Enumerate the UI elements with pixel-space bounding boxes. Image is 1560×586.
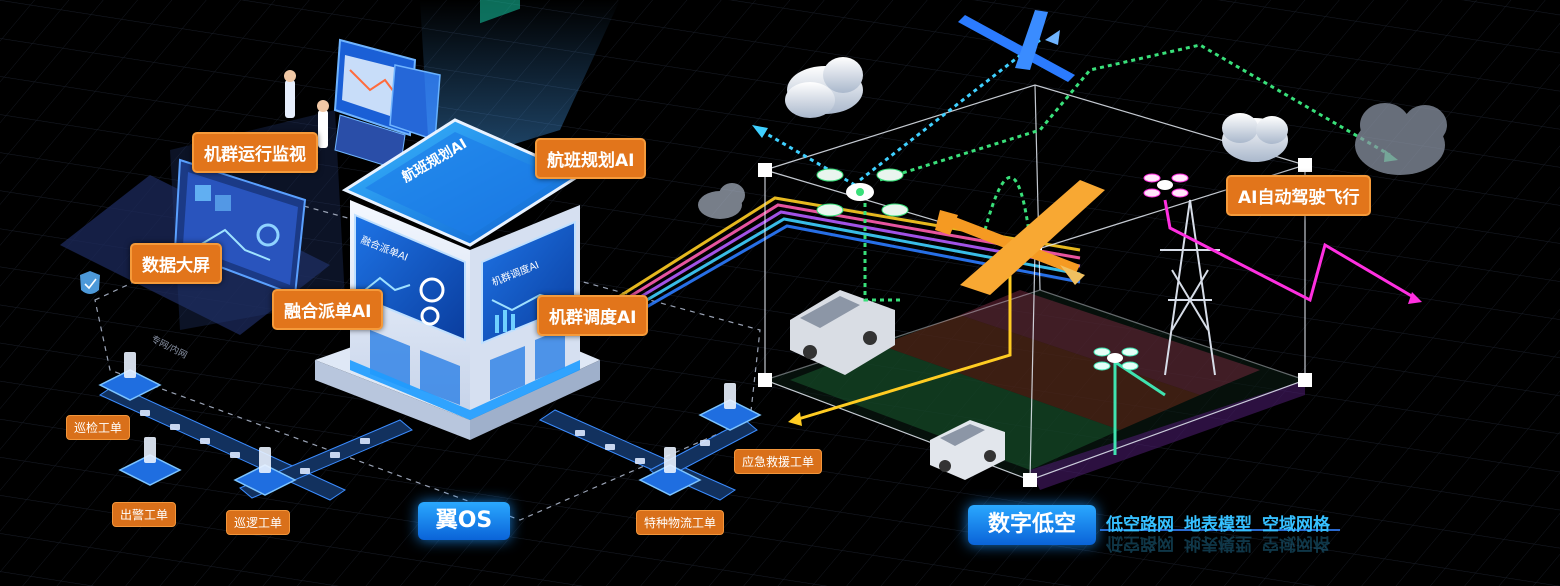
power-tower-icon — [1160, 199, 1220, 376]
digital-item-airspace-grid: 空域网格 — [1262, 515, 1330, 535]
label-ai-autopilot: AI自动驾驶飞行 — [1226, 175, 1372, 216]
reflection-item: 地表模型 — [1184, 533, 1252, 553]
shield-icon — [80, 271, 100, 294]
digital-item-surface-model: 地表模型 — [1184, 515, 1252, 535]
label-patrol-order: 巡逻工单 — [226, 510, 291, 535]
label-police-order: 出警工单 — [112, 502, 177, 527]
os-badge: 翼OS — [418, 502, 510, 540]
drone-icon — [1093, 347, 1139, 371]
drone-icon — [816, 168, 909, 217]
drone-icon — [1143, 173, 1189, 198]
reflection-item: 低空路网 — [1106, 533, 1174, 553]
central-building — [315, 0, 600, 440]
fixed-wing-plane-icon — [935, 180, 1105, 295]
label-fleet-monitor: 机群运行监视 — [192, 132, 318, 173]
fixed-wing-plane-icon — [958, 10, 1075, 82]
label-rescue-order: 应急救援工单 — [734, 449, 823, 474]
cloud-icon — [698, 183, 745, 219]
cloud-icon — [1355, 103, 1447, 175]
label-inspection-order: 巡检工单 — [66, 415, 131, 440]
label-data-screen: 数据大屏 — [130, 243, 222, 284]
digital-low-altitude-badge: 数字低空 — [968, 505, 1096, 545]
label-flight-planning-ai: 航班规划AI — [535, 138, 647, 179]
label-fusion-dispatch-ai: 融合派单AI — [272, 289, 384, 330]
digital-items-reflection: 低空路网地表模型空域网格 — [1106, 533, 1340, 558]
digital-item-route-network: 低空路网 — [1106, 515, 1174, 535]
cloud-icon — [785, 57, 863, 118]
reflection-item: 空域网格 — [1262, 533, 1330, 553]
van-icon — [930, 420, 1005, 480]
server-icon — [98, 369, 762, 496]
van-icon — [790, 290, 895, 375]
digital-items: 低空路网地表模型空域网格 — [1106, 510, 1340, 535]
label-logistics-order: 特种物流工单 — [636, 510, 725, 535]
cloud-icon — [1222, 113, 1288, 162]
label-fleet-dispatch-ai: 机群调度AI — [537, 295, 649, 336]
